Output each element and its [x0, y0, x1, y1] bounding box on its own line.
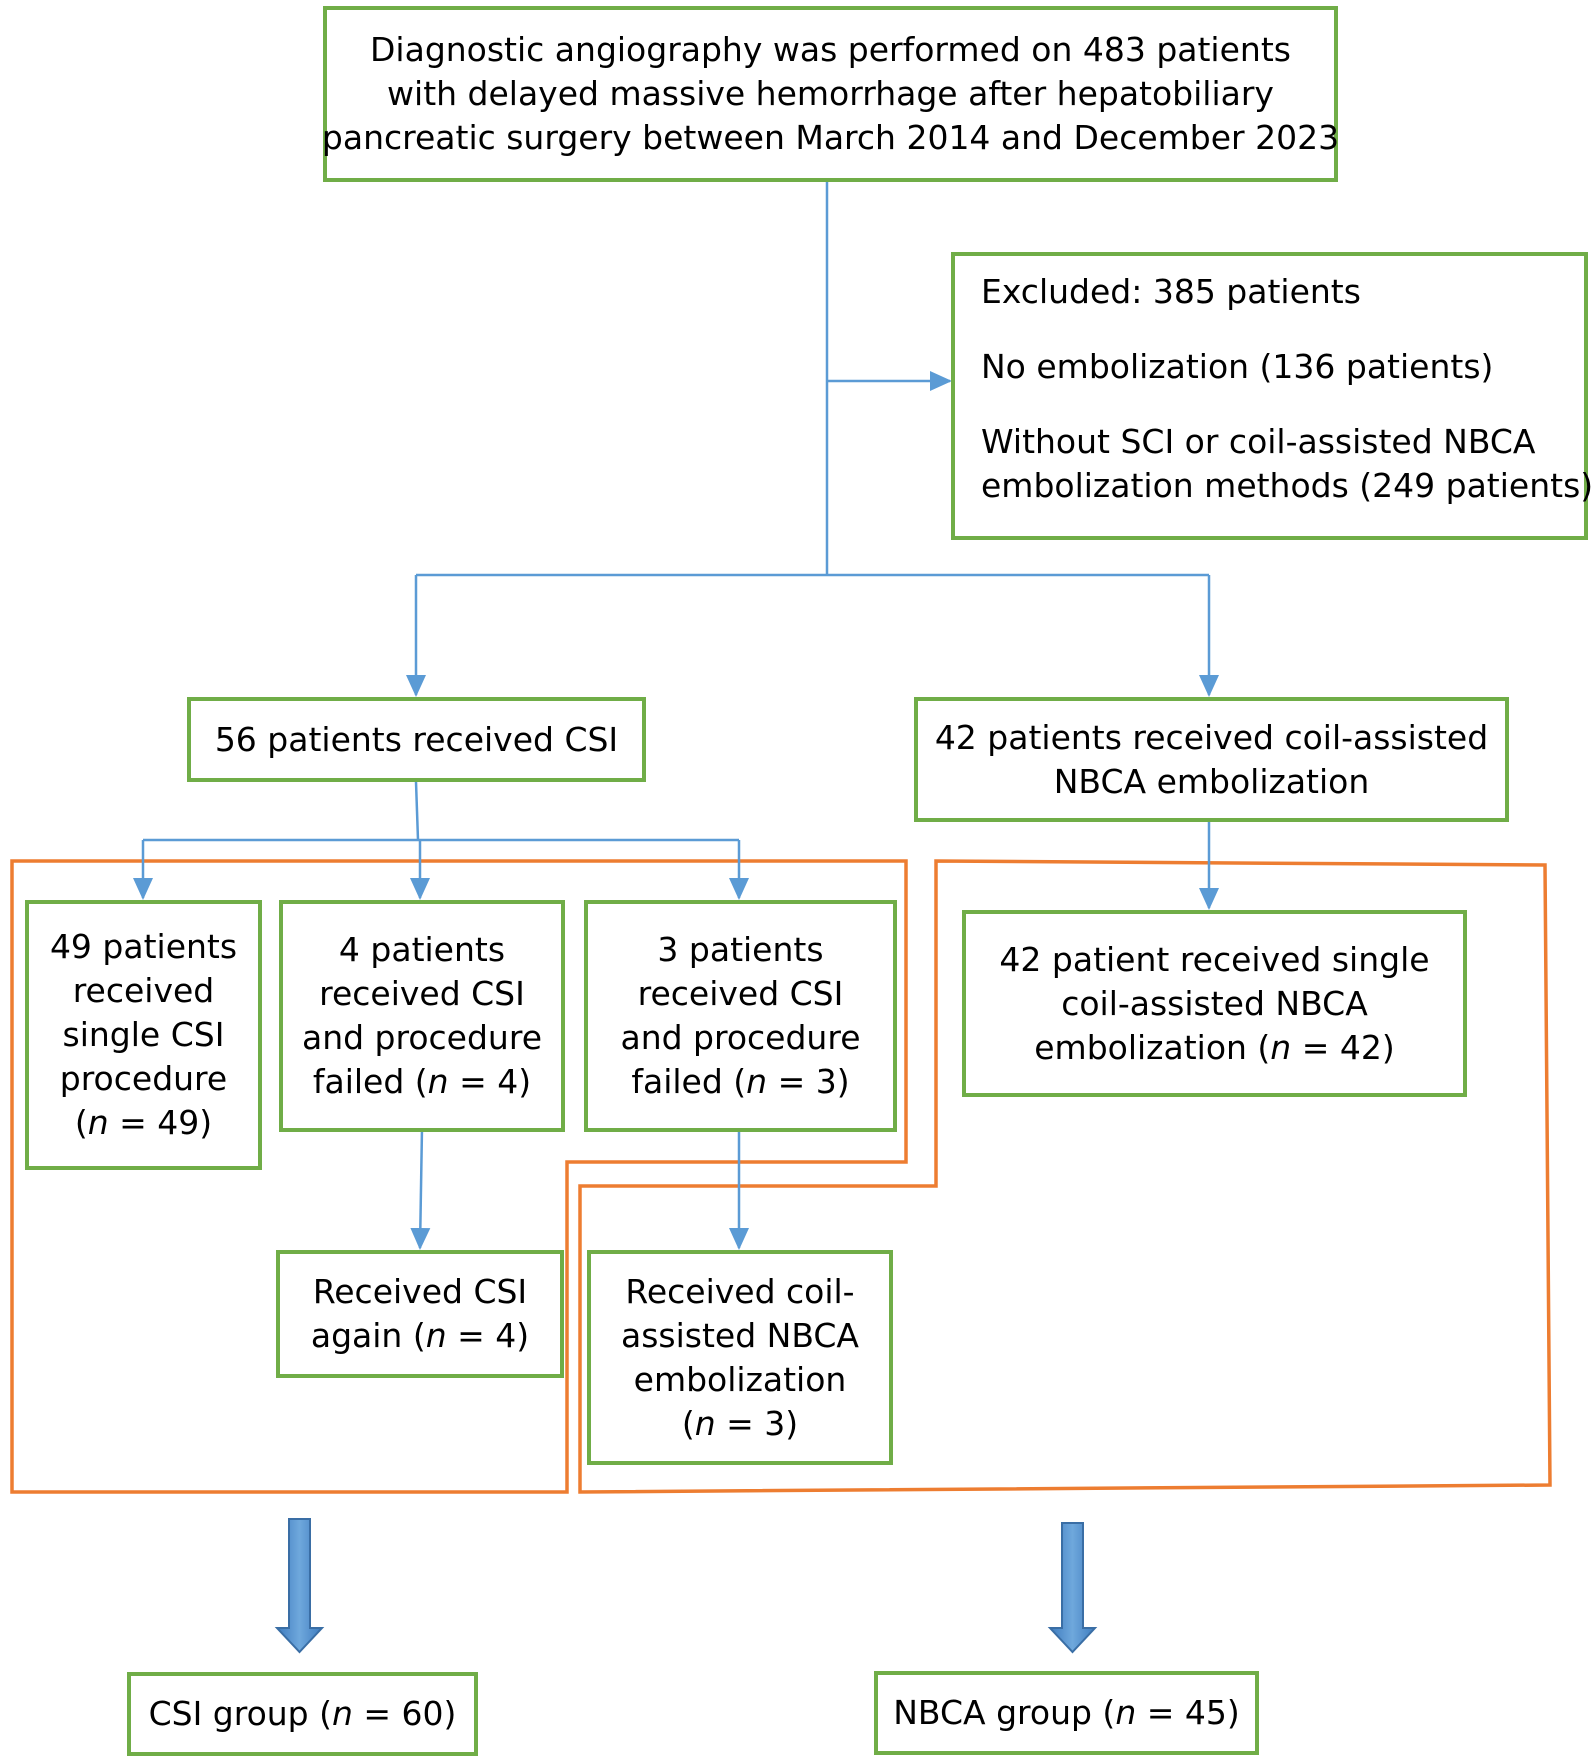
csi-group-label: CSI group (n = 60) [148, 1694, 457, 1733]
csi-failed3-line: and procedure [620, 1018, 861, 1057]
csi-again-line: Received CSI [312, 1272, 528, 1311]
excluded-item-other-methods: Without SCI or coil-assisted NBCA emboli… [981, 420, 1591, 508]
nbca-after-line: Received coil- [625, 1271, 855, 1311]
excluded-item-line: Without SCI or coil-assisted NBCA [981, 422, 1536, 461]
single-csi-line: 49 patients [49, 927, 238, 966]
excluded-title: Excluded: 385 patients [981, 272, 1361, 311]
csi-failed-box: 4 patients received CSI and procedure fa… [279, 900, 565, 1132]
csi-group-big-arrow [274, 1518, 325, 1654]
csi-failed3-count: failed (n = 3) [631, 1062, 850, 1101]
csi-failed3-box: 3 patients received CSI and procedure fa… [584, 900, 897, 1132]
nbca-after-box: Received coil- assisted NBCA embolizatio… [587, 1250, 893, 1465]
csi-failed3-line: 3 patients [657, 930, 824, 969]
csi-failed-line: received CSI [319, 974, 525, 1013]
nbca-group-outline [578, 859, 1552, 1494]
nbca-after-count: (n = 3) [681, 1403, 799, 1443]
csi-again-box: Received CSI again (n = 4) [276, 1250, 564, 1378]
top-box-line: with delayed massive hemorrhage after he… [387, 74, 1274, 113]
nbca-group-big-arrow [1047, 1522, 1098, 1654]
nbca-box-line: 42 patients received coil-assisted [934, 717, 1489, 757]
nbca-group-box: NBCA group (n = 45) [874, 1671, 1259, 1755]
csi-stem [414, 781, 420, 841]
csi-failed3-line: received CSI [637, 974, 844, 1013]
csi-failed-line: 4 patients [338, 930, 506, 969]
top-box: Diagnostic angiography was performed on … [321, 6, 1340, 182]
single-csi-box: 49 patients received single CSI procedur… [25, 900, 262, 1170]
single-csi-count: (n = 49) [74, 1103, 213, 1142]
single-nbca-box: 42 patient received single coil-assisted… [962, 910, 1467, 1097]
excluded-item-line: embolization methods (249 patients) [981, 466, 1591, 505]
arrow-to-csi-again [410, 1127, 431, 1250]
single-nbca-count: embolization (n = 42) [1034, 1027, 1395, 1067]
nbca-after-line: assisted NBCA [620, 1315, 859, 1355]
single-csi-line: received [72, 971, 215, 1010]
nbca-box: 42 patients received coil-assisted NBCA … [914, 697, 1509, 822]
csi-again-count: again (n = 4) [310, 1316, 530, 1355]
csi-box: 56 patients received CSI [187, 697, 646, 782]
single-nbca-line: coil-assisted NBCA [1061, 983, 1368, 1023]
top-box-line: pancreatic surgery between March 2014 an… [321, 118, 1340, 157]
nbca-after-line: embolization [633, 1359, 847, 1399]
csi-failed-count: failed (n = 4) [312, 1062, 532, 1101]
top-box-line: Diagnostic angiography was performed on … [370, 30, 1291, 69]
single-csi-line: procedure [59, 1059, 228, 1098]
nbca-box-line: NBCA embolization [1053, 761, 1370, 801]
csi-group-outline [10, 859, 908, 1494]
excluded-box: Excluded: 385 patients No embolization (… [951, 252, 1591, 540]
csi-group-box: CSI group (n = 60) [127, 1672, 478, 1756]
nbca-group-label: NBCA group (n = 45) [893, 1693, 1240, 1732]
csi-box-label: 56 patients received CSI [214, 719, 619, 759]
single-nbca-line: 42 patient received single [999, 939, 1430, 979]
excluded-item-no-embolization: No embolization (136 patients) [981, 347, 1494, 386]
csi-failed-line: and procedure [301, 1018, 542, 1057]
single-csi-line: single CSI [62, 1015, 225, 1054]
